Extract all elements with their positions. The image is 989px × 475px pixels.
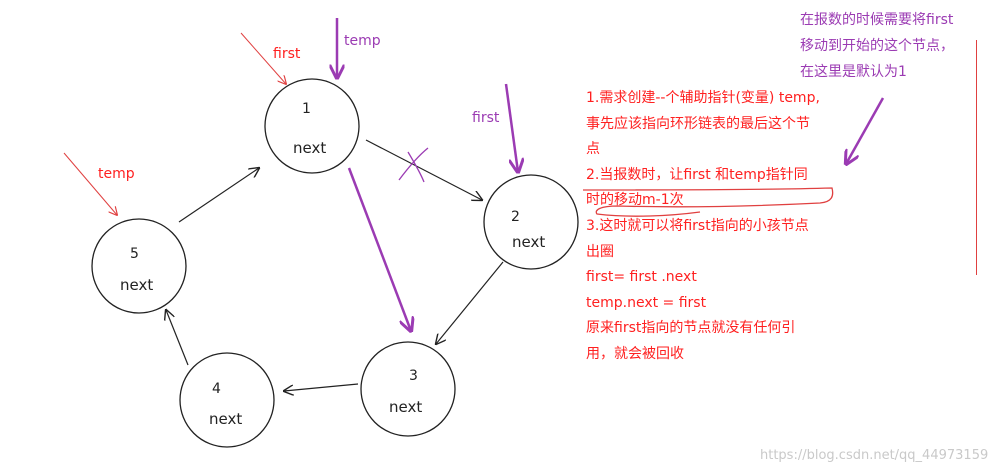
link-1-to-2 (365, 139, 482, 200)
note-underline-scribble (582, 187, 834, 217)
node-2-id: 2 (511, 209, 520, 225)
first-right-arrow (504, 83, 518, 172)
note-line-2: 事先应该指向环形链表的最后这个节 (586, 115, 810, 132)
link-2-to-3 (436, 261, 504, 344)
new-link-1-to-3 (347, 167, 411, 331)
node-2-circle (483, 174, 579, 270)
side-note-line-2: 移动到开始的这个节点， (800, 38, 954, 54)
link-5-to-1 (178, 168, 259, 223)
first-top-arrow (240, 32, 286, 84)
watermark: https://blog.csdn.net/qq_44973159 (760, 448, 989, 463)
node-5-next: next (120, 276, 154, 294)
node-5-circle (91, 218, 187, 314)
node-3-id: 3 (409, 368, 418, 384)
first-right-label: first (472, 110, 500, 126)
link-4-to-5 (166, 310, 189, 366)
first-top-label: first (273, 46, 301, 62)
node-2-next: next (512, 233, 546, 251)
node-1-id: 1 (302, 101, 311, 117)
side-note-line-1: 在报数的时候需要将first (800, 12, 954, 28)
note-line-1: 1.需求创建--个辅助指针(变量) temp, (586, 90, 820, 106)
node-4-next: next (209, 410, 243, 428)
red-vertical-line (976, 40, 977, 275)
link-3-to-4 (284, 383, 359, 391)
temp-left-label: temp (98, 166, 135, 182)
cross-stroke-a (398, 147, 429, 181)
note-line-7: 出圈 (586, 243, 614, 260)
side-note-line-3: 在这里是默认为1 (800, 64, 907, 80)
node-1-circle (264, 78, 360, 174)
note-line-10: 原来first指向的节点就没有任何引 (586, 320, 796, 337)
note-line-6: 3.这时就可以将first指向的小孩节点 (586, 217, 809, 234)
node-4-id: 4 (212, 381, 221, 397)
note-line-3: 点 (586, 141, 600, 158)
side-note: 在报数的时候需要将first 移动到开始的这个节点， 在这里是默认为1 (800, 7, 954, 85)
node-3-circle (360, 341, 456, 437)
node-3-next: next (389, 398, 423, 416)
note-line-11: 用，就会被回收 (586, 345, 684, 362)
note-line-8: first= first .next (586, 269, 697, 286)
explanation-notes: 1.需求创建--个辅助指针(变量) temp, 事先应该指向环形链表的最后这个节… (586, 86, 820, 368)
note-line-5: 时的移动m-1次 (586, 192, 684, 209)
note-line-4: 2.当报数时，让first 和temp指针同 (586, 166, 808, 183)
node-4-circle (179, 352, 275, 448)
temp-left-arrow (63, 152, 117, 215)
note-line-9: temp.next = first (586, 294, 707, 311)
temp-top-label: temp (344, 33, 381, 49)
side-note-arrow (846, 97, 885, 164)
node-5-id: 5 (130, 246, 139, 262)
node-1-next: next (293, 139, 327, 157)
cross-stroke-b (407, 151, 425, 183)
